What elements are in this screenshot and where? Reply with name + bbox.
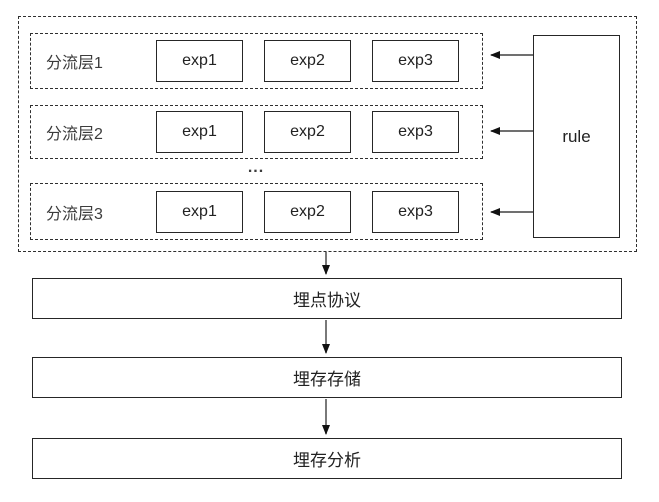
layer3-exp3-box: exp3 (372, 190, 459, 233)
traffic-layer-1: 分流层1 exp1 exp2 exp3 (30, 33, 483, 89)
traffic-layer-1-label: 分流层1 (46, 55, 103, 72)
rule-box: rule (533, 35, 620, 238)
traffic-layer-2-label: 分流层2 (46, 126, 103, 143)
tracking-storage-box: 埋存存储 (32, 357, 622, 398)
layer1-exp3-box: exp3 (372, 40, 459, 82)
traffic-layer-3: 分流层3 exp1 exp2 exp3 (30, 183, 483, 240)
layer2-exp1-box: exp1 (156, 111, 243, 153)
layer3-exp2-box: exp2 (264, 190, 351, 233)
layer3-exp1-box: exp1 (156, 190, 243, 233)
traffic-layer-2: 分流层2 exp1 exp2 exp3 (30, 105, 483, 159)
layer1-exp2-box: exp2 (264, 40, 351, 82)
tracking-analysis-box: 埋存分析 (32, 438, 622, 479)
traffic-split-panel (18, 16, 637, 252)
layer2-exp2-box: exp2 (264, 111, 351, 153)
tracking-protocol-box: 埋点协议 (32, 278, 622, 319)
layer2-exp3-box: exp3 (372, 111, 459, 153)
traffic-layer-3-label: 分流层3 (46, 205, 103, 223)
layer1-exp1-box: exp1 (156, 40, 243, 82)
more-layers-ellipsis: ... (247, 159, 265, 176)
